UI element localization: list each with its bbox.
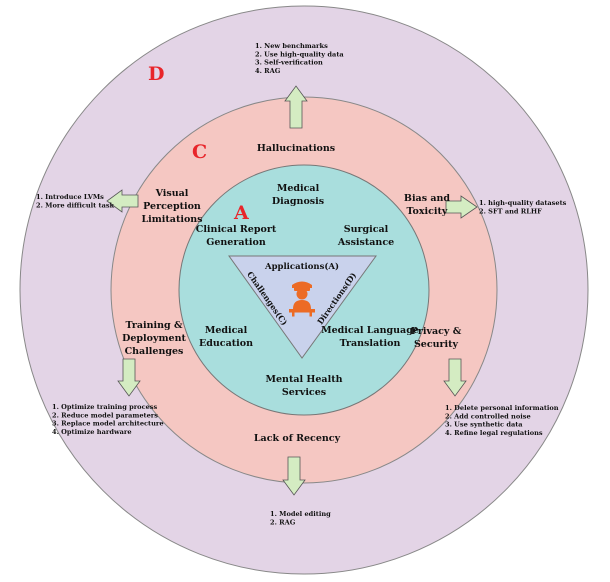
letter-d: D: [148, 63, 164, 85]
text-line: Medical: [277, 183, 320, 194]
text-line: 1. high-quality datasets: [479, 199, 567, 207]
arrow-down-privacy: [443, 358, 467, 397]
text-line: Medical: [205, 325, 248, 336]
text-line: Generation: [206, 237, 266, 248]
text-line: 2. RAG: [270, 518, 296, 526]
challenge-lack-of-recency: Lack of Recency: [254, 433, 341, 444]
letter-a: A: [233, 202, 249, 224]
arrow-down-training: [117, 358, 141, 397]
text-line: Diagnosis: [272, 196, 324, 207]
text-line: Deployment: [122, 333, 186, 344]
text-line: Mental Health: [265, 374, 342, 385]
text-line: 4. Optimize hardware: [52, 428, 132, 436]
text-line: Bias and: [404, 193, 451, 204]
text-line: 4. Refine legal regulations: [445, 429, 543, 437]
text-line: 1. Delete personal information: [445, 404, 559, 412]
text-line: 2. Reduce model parameters: [52, 411, 158, 419]
text-line: 1. Model editing: [270, 510, 331, 518]
text-line: 3. Use synthetic data: [445, 421, 523, 429]
text-line: Translation: [340, 338, 401, 349]
text-line: Hallucinations: [257, 143, 335, 154]
text-line: Services: [282, 387, 326, 398]
text-line: 3. Self-verification: [255, 59, 323, 67]
text-line: Visual: [155, 188, 189, 199]
text-line: Clinical Report: [196, 224, 277, 235]
letter-c: C: [192, 141, 207, 163]
arrow-up-hallucinations: [284, 85, 308, 129]
text-line: Perception: [143, 201, 201, 212]
text-line: Challenges: [125, 346, 184, 357]
text-line: 1. Optimize training process: [52, 403, 158, 411]
text-line: Privacy &: [411, 326, 462, 337]
text-line: Security: [414, 339, 459, 350]
challenge-hallucinations: Hallucinations: [257, 143, 335, 154]
text-line: Education: [199, 338, 253, 349]
challenge-privacy-security: Privacy & Security: [411, 326, 462, 350]
text-line: Assistance: [337, 237, 394, 248]
text-line: Training &: [125, 320, 183, 331]
arrow-right-bias: [445, 195, 478, 219]
text-line: Medical Language: [321, 325, 419, 336]
text-line: Lack of Recency: [254, 433, 341, 444]
arrow-left-visual: [106, 189, 139, 213]
text-line: 1. New benchmarks: [255, 42, 328, 50]
text-line: Toxicity: [407, 206, 448, 217]
text-line: 2. Use high-quality data: [255, 50, 344, 58]
text-line: 1. Introduce LVMs: [36, 193, 104, 201]
text-line: 2. More difficult task: [36, 201, 115, 209]
text-line: 2. SFT and RLHF: [479, 207, 542, 215]
text-line: 3. Replace model architecture: [52, 420, 164, 428]
text-line: Limitations: [141, 214, 202, 225]
arrow-down-recency: [282, 456, 306, 496]
doctor-icon: [289, 281, 315, 317]
triangle-applications-label: Applications(A): [264, 261, 339, 272]
text-line: 2. Add controlled noise: [445, 412, 531, 420]
text-line: Surgical: [344, 224, 389, 235]
text-line: 4. RAG: [255, 67, 281, 75]
